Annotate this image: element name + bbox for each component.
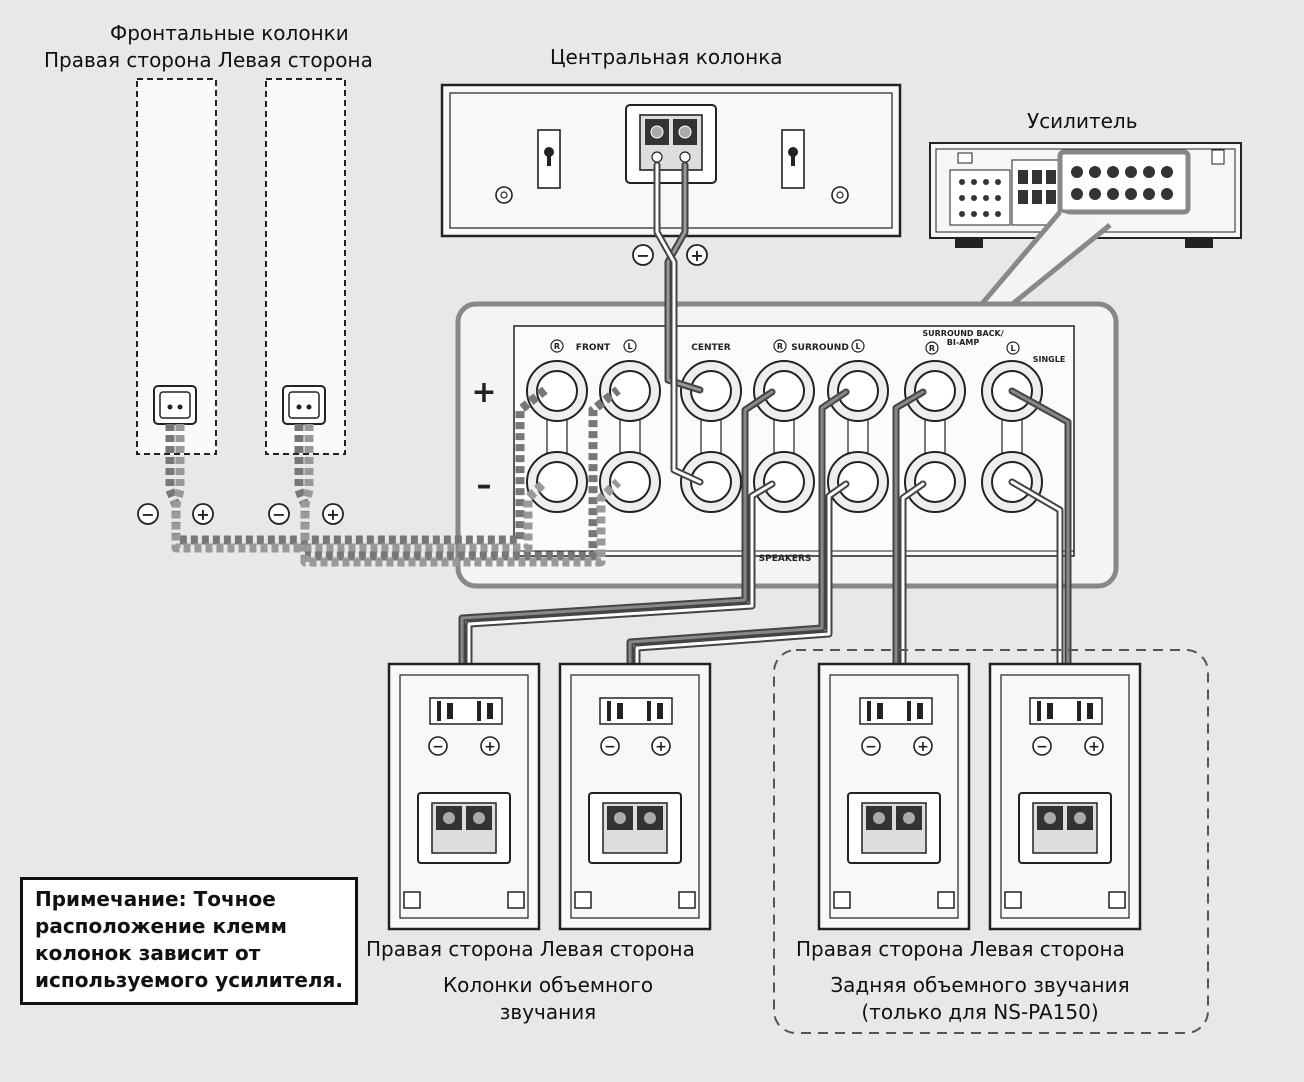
back-l-badge: L [1010,344,1015,353]
front-speaker-right [136,78,217,455]
surround-speakers-title-line1: Колонки объемного [442,973,654,997]
back-speakers-title-line1: Задняя объемного звучания [830,973,1130,997]
front-left-polarity: − + [268,503,344,525]
polarity-plus: + [326,505,339,524]
polarity-plus: + [1088,739,1100,755]
front-speaker-left [265,78,346,455]
panel-minus-label: – [477,468,492,503]
amplifier [929,142,1242,248]
terminal-surround-l [827,360,889,513]
note-line: Примечание: Точное [35,887,276,911]
wire-center [653,161,704,486]
terminal-surround-r [753,360,815,513]
front-l-badge: L [627,342,632,351]
polarity-plus: + [690,246,703,265]
surround-l-badge: L [855,342,860,351]
surround-r-badge: R [777,342,783,351]
front-label: FRONT [576,343,611,353]
polarity-minus: − [636,246,649,265]
front-right-polarity: − + [137,503,214,525]
polarity-minus: − [432,739,444,755]
surround-speakers-sides: Правая сторона Левая сторона [366,937,695,961]
wire-front-left [294,386,622,567]
center-polarity: − + [632,244,708,266]
back-surround-speaker-right [817,662,971,931]
center-speaker-title: Центральная колонка [550,45,783,69]
back-speakers-sides: Правая сторона Левая сторона [796,937,1125,961]
speakers-label: SPEAKERS [759,554,812,564]
single-label: SINGLE [1033,355,1066,364]
surround-back-label: SURROUND BACK/ [922,329,1003,338]
polarity-minus: − [604,739,616,755]
note-line: расположение клемм [35,914,287,938]
back-surround-speaker-left [988,662,1142,931]
front-r-badge: R [554,342,560,351]
surround-speaker-right [387,662,541,931]
center-speaker [440,83,902,238]
wire-front-right [165,386,549,553]
polarity-plus: + [917,739,929,755]
surround-polarity-badges: − + − + − + − + [428,736,1104,756]
back-r-badge: R [929,344,935,353]
back-speakers-title-line2: (только для NS-PA150) [861,1000,1099,1024]
front-speakers-sides: Правая сторона Левая сторона [44,48,373,72]
amplifier-title: Усилитель [1027,109,1138,133]
polarity-minus: − [272,505,285,524]
note-line: используемого усилителя. [35,968,343,992]
polarity-plus: + [196,505,209,524]
front-speakers-title: Фронтальные колонки [110,21,349,45]
surround-speakers-title-line2: звучания [499,1000,597,1024]
surround-speaker-left [558,662,712,931]
polarity-plus: + [484,739,496,755]
polarity-minus: − [1036,739,1048,755]
polarity-minus: − [141,505,154,524]
note-line: колонок зависит от [35,941,261,965]
surround-label: SURROUND [791,343,849,353]
panel-plus-label: + [471,375,496,410]
polarity-plus: + [655,739,667,755]
polarity-minus: − [865,739,877,755]
back-surround-group-outline [773,649,1209,1034]
bi-amp-label: BI-AMP [947,338,980,347]
terminal-center [680,360,742,513]
terminal-front-l [599,360,661,513]
note-box: Примечание: Точное расположение клемм ко… [20,877,358,1005]
terminal-back-r [904,360,966,513]
center-label: CENTER [691,343,731,353]
